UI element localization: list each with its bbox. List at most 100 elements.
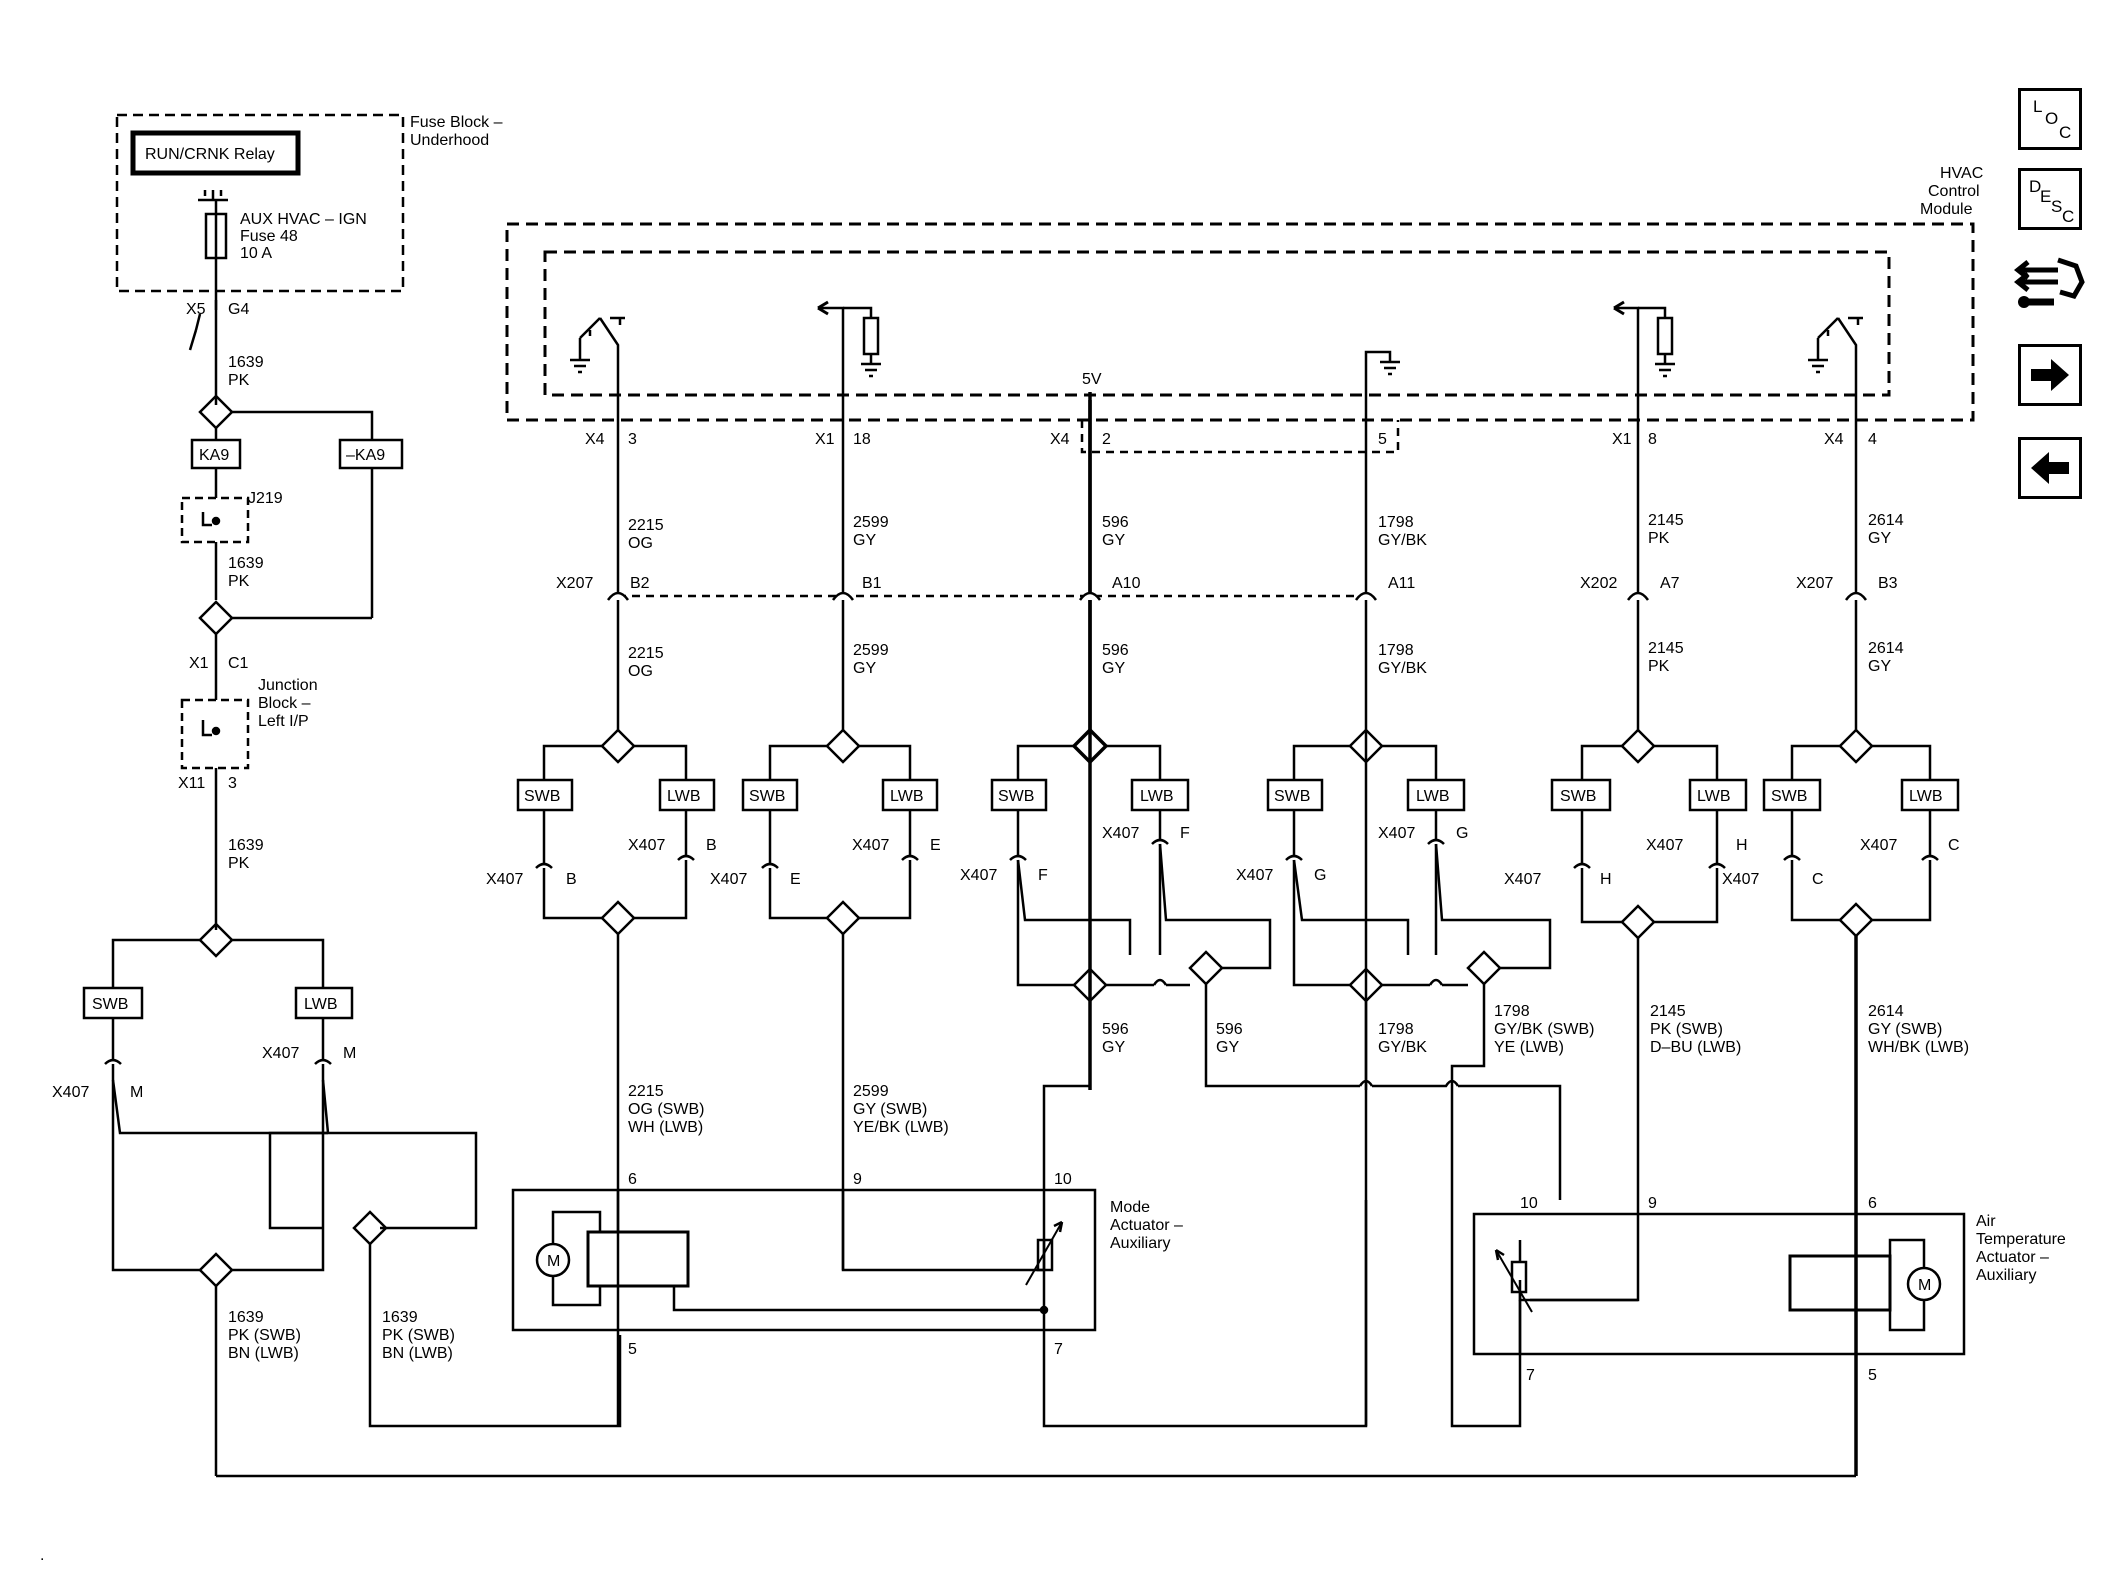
svg-text:KA9: KA9 bbox=[199, 447, 229, 464]
svg-text:3: 3 bbox=[628, 431, 637, 448]
svg-text:H: H bbox=[1600, 871, 1612, 888]
svg-text:Mode: Mode bbox=[1110, 1199, 1150, 1216]
svg-text:X407: X407 bbox=[1504, 871, 1541, 888]
svg-text:5: 5 bbox=[1868, 1367, 1877, 1384]
splice-diamond bbox=[600, 728, 636, 764]
svg-text:2215: 2215 bbox=[628, 517, 664, 534]
svg-text:B: B bbox=[566, 871, 577, 888]
splice-diamond bbox=[198, 1252, 234, 1288]
svg-text:Actuator –: Actuator – bbox=[1110, 1217, 1183, 1234]
hvac-control-module-outline bbox=[505, 222, 1975, 422]
svg-text:.: . bbox=[40, 1547, 44, 1564]
svg-text:PK (SWB): PK (SWB) bbox=[228, 1327, 301, 1344]
svg-text:C: C bbox=[1948, 837, 1960, 854]
svg-text:GY: GY bbox=[1102, 532, 1125, 549]
svg-text:1639: 1639 bbox=[228, 555, 264, 572]
svg-text:GY/BK: GY/BK bbox=[1378, 660, 1427, 677]
svg-text:PK: PK bbox=[228, 573, 250, 590]
wrench-connector-icon[interactable] bbox=[2013, 252, 2086, 318]
svg-text:X407: X407 bbox=[486, 871, 523, 888]
svg-text:OG (SWB): OG (SWB) bbox=[628, 1101, 704, 1118]
svg-text:GY: GY bbox=[853, 532, 876, 549]
svg-text:PK: PK bbox=[1648, 658, 1670, 675]
svg-text:D–BU (LWB): D–BU (LWB) bbox=[1650, 1039, 1741, 1056]
svg-text:1639: 1639 bbox=[228, 1309, 264, 1326]
svg-text:5: 5 bbox=[1378, 431, 1387, 448]
description-button[interactable]: D E S C bbox=[2018, 168, 2082, 230]
svg-text:2: 2 bbox=[1102, 431, 1111, 448]
svg-text:6: 6 bbox=[628, 1171, 637, 1188]
arrow-left-icon bbox=[2031, 452, 2069, 484]
svg-text:J219: J219 bbox=[248, 490, 283, 507]
svg-text:5V: 5V bbox=[1082, 371, 1102, 388]
svg-text:X1: X1 bbox=[815, 431, 835, 448]
svg-text:X207: X207 bbox=[556, 575, 593, 592]
svg-text:GY (SWB): GY (SWB) bbox=[853, 1101, 927, 1118]
splice-diamond bbox=[825, 900, 861, 936]
svg-text:1798: 1798 bbox=[1378, 514, 1414, 531]
svg-text:Temperature: Temperature bbox=[1976, 1231, 2066, 1248]
svg-text:1798: 1798 bbox=[1378, 642, 1414, 659]
svg-text:X4: X4 bbox=[585, 431, 605, 448]
svg-text:YE/BK (LWB): YE/BK (LWB) bbox=[853, 1119, 949, 1136]
svg-text:Auxiliary: Auxiliary bbox=[1976, 1267, 2036, 1284]
svg-text:X11: X11 bbox=[178, 775, 205, 792]
svg-text:2599: 2599 bbox=[853, 514, 889, 531]
svg-text:E: E bbox=[930, 837, 941, 854]
svg-text:X407: X407 bbox=[262, 1045, 299, 1062]
svg-text:2614: 2614 bbox=[1868, 512, 1904, 529]
svg-text:LWB: LWB bbox=[304, 996, 337, 1013]
svg-text:PK: PK bbox=[228, 372, 250, 389]
svg-text:SWB: SWB bbox=[1771, 788, 1807, 805]
svg-text:2145: 2145 bbox=[1648, 640, 1684, 657]
svg-text:Air: Air bbox=[1976, 1213, 1996, 1230]
splice-diamond bbox=[1348, 728, 1384, 764]
svg-text:LWB: LWB bbox=[1140, 788, 1173, 805]
svg-text:2599: 2599 bbox=[853, 1083, 889, 1100]
arrow-right-icon bbox=[2031, 359, 2069, 391]
svg-text:596: 596 bbox=[1102, 642, 1129, 659]
svg-text:Left I/P: Left I/P bbox=[258, 713, 309, 730]
previous-page-button[interactable] bbox=[2018, 437, 2082, 499]
svg-text:SWB: SWB bbox=[998, 788, 1034, 805]
svg-text:LWB: LWB bbox=[1909, 788, 1942, 805]
svg-text:Block –: Block – bbox=[258, 695, 311, 712]
next-page-button[interactable] bbox=[2018, 344, 2082, 406]
svg-text:M: M bbox=[343, 1045, 356, 1062]
svg-text:2215: 2215 bbox=[628, 1083, 664, 1100]
svg-text:10: 10 bbox=[1520, 1195, 1538, 1212]
svg-text:GY (SWB): GY (SWB) bbox=[1868, 1021, 1942, 1038]
svg-text:F: F bbox=[1180, 825, 1190, 842]
splice-diamond bbox=[1188, 950, 1224, 986]
svg-text:GY/BK (SWB): GY/BK (SWB) bbox=[1494, 1021, 1594, 1038]
svg-text:7: 7 bbox=[1054, 1341, 1063, 1358]
svg-text:E: E bbox=[790, 871, 801, 888]
run-crnk-relay bbox=[130, 130, 301, 176]
svg-text:M: M bbox=[547, 1253, 560, 1270]
splice-diamond bbox=[1071, 727, 1109, 765]
svg-text:2215: 2215 bbox=[628, 645, 664, 662]
svg-text:X407: X407 bbox=[1236, 867, 1273, 884]
splice-diamond bbox=[1838, 902, 1874, 938]
svg-text:GY/BK: GY/BK bbox=[1378, 1039, 1427, 1056]
svg-text:SWB: SWB bbox=[749, 788, 785, 805]
svg-text:GY: GY bbox=[1868, 658, 1891, 675]
splice-diamond bbox=[600, 900, 636, 936]
svg-text:1639: 1639 bbox=[382, 1309, 418, 1326]
svg-text:2599: 2599 bbox=[853, 642, 889, 659]
svg-text:PK (SWB): PK (SWB) bbox=[1650, 1021, 1723, 1038]
svg-text:1639: 1639 bbox=[228, 837, 264, 854]
splice-diamond bbox=[1466, 950, 1502, 986]
svg-text:GY: GY bbox=[1216, 1039, 1239, 1056]
svg-text:9: 9 bbox=[853, 1171, 862, 1188]
svg-text:B3: B3 bbox=[1878, 575, 1898, 592]
svg-text:SWB: SWB bbox=[524, 788, 560, 805]
splice-diamond bbox=[825, 728, 861, 764]
svg-text:X407: X407 bbox=[1860, 837, 1897, 854]
svg-text:X407: X407 bbox=[1102, 825, 1139, 842]
svg-text:A11: A11 bbox=[1388, 575, 1415, 592]
svg-text:F: F bbox=[1038, 867, 1048, 884]
svg-text:X407: X407 bbox=[710, 871, 747, 888]
location-button[interactable]: L O C bbox=[2018, 88, 2082, 150]
